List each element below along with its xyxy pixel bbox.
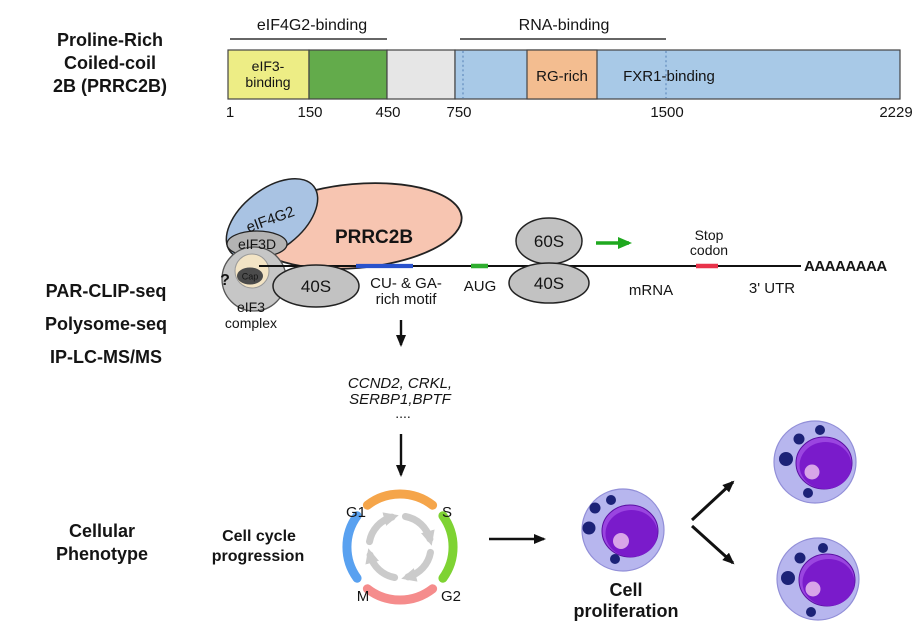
stop-codon-label-line2: codon: [690, 242, 728, 258]
protein-domain-map: Proline-Rich Coiled-coil 2B (PRRC2B) eIF…: [53, 17, 913, 121]
residue-150: 150: [297, 104, 322, 121]
domain-green-region: [308, 49, 388, 100]
cellular-phenotype: Cellular Phenotype Cell cycle progressio…: [56, 420, 860, 621]
arrow-division-up: [690, 480, 735, 522]
assay-polysome-seq: Polysome-seq: [45, 314, 167, 334]
cell-proliferation-label-line2: proliferation: [573, 601, 678, 621]
phase-s-label: S: [442, 504, 452, 521]
cycle-arc-g2-m: [362, 584, 438, 605]
eif3-complex-label-line1: eIF3: [237, 299, 265, 315]
cell-nucleolus: [804, 464, 820, 480]
ribosome-40s-left-label: 40S: [301, 277, 331, 296]
cell-dot: [818, 543, 828, 553]
cap-ellipse: [237, 267, 263, 285]
cell-cycle-diagram: [342, 489, 458, 605]
cycle-arc-s-g2: [438, 511, 458, 583]
cell-cycle-progression-label-line2: progression: [212, 548, 304, 565]
cycle-inner-arrow-3: [401, 548, 434, 582]
cell-dot: [610, 554, 620, 564]
label-fxr1-binding: FXR1-binding: [623, 68, 715, 85]
residue-1: 1: [226, 104, 234, 121]
protein-title-line2: Coiled-coil: [64, 53, 156, 73]
residue-1500: 1500: [650, 104, 683, 121]
cell-mother: [581, 488, 665, 572]
cell-dot: [779, 452, 793, 466]
eif3d-label: eIF3D: [238, 236, 276, 252]
cell-nucleus: [799, 442, 852, 489]
label-eif3-binding-line2: binding: [245, 74, 290, 90]
phase-m-label: M: [357, 588, 370, 605]
translation-mechanism: Cap ? eIF3D eIF4G2 PRRC2B 40S 60S 40S eI…: [220, 177, 888, 331]
assay-ip-lc-ms-ms: IP-LC-MS/MS: [50, 347, 162, 367]
ribosome-40s-ellipse: [508, 262, 590, 304]
eif3-complex-label-line2: complex: [225, 315, 277, 331]
target-genes-line2: SERBP1,BPTF: [349, 391, 452, 408]
cell-nucleus: [605, 510, 658, 557]
cell-daughter-bottom: [776, 537, 860, 621]
cycle-inner-arrow-4: [365, 548, 399, 581]
utr3-label: 3' UTR: [749, 280, 795, 297]
mrna-label: mRNA: [629, 282, 673, 299]
arrow-division-down: [690, 524, 735, 565]
cell-dot: [794, 552, 806, 564]
motif-label-line2: rich motif: [376, 291, 438, 308]
prrc2b-label: PRRC2B: [335, 227, 413, 248]
target-genes-line1: CCND2, CRKL,: [348, 375, 452, 392]
residue-750: 750: [446, 104, 471, 121]
cell-dot: [781, 571, 795, 585]
phase-g2-label: G2: [441, 588, 461, 605]
cycle-inner-arrow-1: [366, 512, 399, 546]
protein-title-line3: 2B (PRRC2B): [53, 76, 167, 96]
cycle-arc-m-g1: [342, 511, 362, 583]
protein-title-line1: Proline-Rich: [57, 30, 163, 50]
label-rg-rich: RG-rich: [536, 68, 588, 85]
cycle-inner-arrow-2: [401, 513, 435, 546]
assay-par-clip-seq: PAR-CLIP-seq: [46, 281, 167, 301]
phenotype-section-label-line1: Cellular: [69, 521, 135, 541]
cell-nucleolus: [805, 581, 821, 597]
cell-proliferation-label-line1: Cell: [609, 580, 642, 600]
cell-dot: [582, 521, 596, 535]
aug-label: AUG: [464, 278, 497, 295]
polya-tail-label: AAAAAAAA: [804, 258, 887, 275]
motif-label-line1: CU- & GA-: [370, 275, 442, 292]
cell-dot: [589, 502, 601, 514]
phenotype-section-label-line2: Phenotype: [56, 544, 148, 564]
target-genes: CCND2, CRKL, SERBP1,BPTF ....: [348, 320, 452, 477]
cell-dot: [606, 495, 616, 505]
target-genes-ellipsis: ....: [395, 405, 411, 421]
cap-label: Cap: [242, 272, 259, 282]
ribosome-60s-label: 60S: [534, 232, 564, 251]
cell-nucleolus: [613, 533, 629, 549]
cell-dot: [803, 488, 813, 498]
cycle-arc-g1-s: [362, 489, 438, 510]
cell-dot: [806, 607, 816, 617]
cell-daughter-top: [773, 420, 857, 504]
stop-codon-label-line1: Stop: [695, 227, 724, 243]
cell-dot: [815, 425, 825, 435]
question-mark-label: ?: [220, 272, 230, 289]
domain-rg-rich: [526, 49, 598, 100]
residue-2229: 2229: [879, 104, 912, 121]
bracket-rna-binding-label: RNA-binding: [519, 17, 610, 34]
cell-dot: [793, 433, 805, 445]
ribosome-40s-label: 40S: [534, 274, 564, 293]
bracket-eif4g2-binding-label: eIF4G2-binding: [257, 17, 367, 34]
assay-labels: PAR-CLIP-seq Polysome-seq IP-LC-MS/MS: [45, 281, 167, 367]
ribosome-40s-left-ellipse: [272, 264, 360, 308]
cell-cycle-progression-label-line1: Cell cycle: [222, 528, 296, 545]
residue-450: 450: [375, 104, 400, 121]
label-eif3-binding-line1: eIF3-: [252, 58, 285, 74]
domain-gray-region: [386, 49, 456, 100]
phase-g1-label: G1: [346, 504, 366, 521]
domain-eif3-binding: [227, 49, 310, 100]
